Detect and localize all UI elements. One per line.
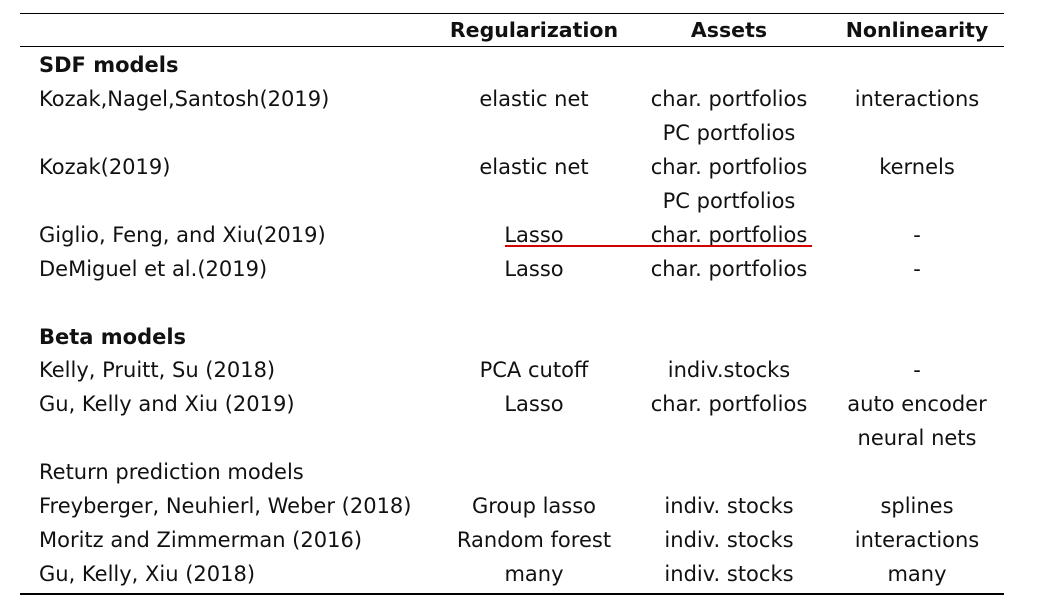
nonlinearity-cell: auto encoder xyxy=(847,392,987,416)
assets-cell: char. portfolios xyxy=(650,155,808,179)
assets-cell: char. portfolios xyxy=(650,87,808,111)
model-name: DeMiguel et al.(2019) xyxy=(39,257,268,281)
assets-cell: indiv. stocks xyxy=(664,562,794,586)
table-bottom-rule xyxy=(20,593,1004,595)
nonlinearity-cell: - xyxy=(913,223,921,247)
regularization-cell: Lasso xyxy=(504,392,564,416)
section-return-prediction-models: Return prediction models xyxy=(39,460,304,484)
table-top-rule xyxy=(20,13,1004,14)
assets-cell: indiv. stocks xyxy=(664,494,794,518)
regularization-cell: elastic net xyxy=(479,87,589,111)
nonlinearity-cell: neural nets xyxy=(857,426,977,450)
assets-cell: indiv. stocks xyxy=(664,528,794,552)
header-assets: Assets xyxy=(690,18,768,42)
nonlinearity-cell: interactions xyxy=(854,528,980,552)
nonlinearity-cell: kernels xyxy=(879,155,955,179)
model-name: Moritz and Zimmerman (2016) xyxy=(39,528,363,552)
assets-cell: PC portfolios xyxy=(662,121,796,145)
regularization-cell: Random forest xyxy=(456,528,612,552)
section-beta-models: Beta models xyxy=(39,325,187,349)
header-regularization: Regularization xyxy=(449,18,619,42)
assets-cell: PC portfolios xyxy=(662,189,796,213)
assets-cell: indiv.stocks xyxy=(667,358,791,382)
assets-cell: char. portfolios xyxy=(650,223,808,247)
model-name: Kozak(2019) xyxy=(39,155,171,179)
regularization-cell: PCA cutoff xyxy=(479,358,589,382)
section-sdf-models: SDF models xyxy=(39,53,179,77)
model-name: Giglio, Feng, and Xiu(2019) xyxy=(39,223,326,247)
header-nonlinearity: Nonlinearity xyxy=(845,18,989,42)
header-rule xyxy=(20,46,1004,47)
model-name: Gu, Kelly, Xiu (2018) xyxy=(39,562,256,586)
red-underline-annotation xyxy=(505,245,812,247)
regularization-cell: many xyxy=(504,562,564,586)
nonlinearity-cell: many xyxy=(887,562,947,586)
model-name: Kozak,Nagel,Santosh(2019) xyxy=(39,87,330,111)
assets-cell: char. portfolios xyxy=(650,257,808,281)
regularization-cell: elastic net xyxy=(479,155,589,179)
regularization-cell: Lasso xyxy=(504,223,564,247)
model-name: Kelly, Pruitt, Su (2018) xyxy=(39,358,276,382)
nonlinearity-cell: - xyxy=(913,358,921,382)
nonlinearity-cell: - xyxy=(913,257,921,281)
model-name: Freyberger, Neuhierl, Weber (2018) xyxy=(39,494,412,518)
model-name: Gu, Kelly and Xiu (2019) xyxy=(39,392,295,416)
regularization-cell: Lasso xyxy=(504,257,564,281)
nonlinearity-cell: interactions xyxy=(854,87,980,111)
assets-cell: char. portfolios xyxy=(650,392,808,416)
nonlinearity-cell: splines xyxy=(880,494,954,518)
regularization-cell: Group lasso xyxy=(471,494,597,518)
